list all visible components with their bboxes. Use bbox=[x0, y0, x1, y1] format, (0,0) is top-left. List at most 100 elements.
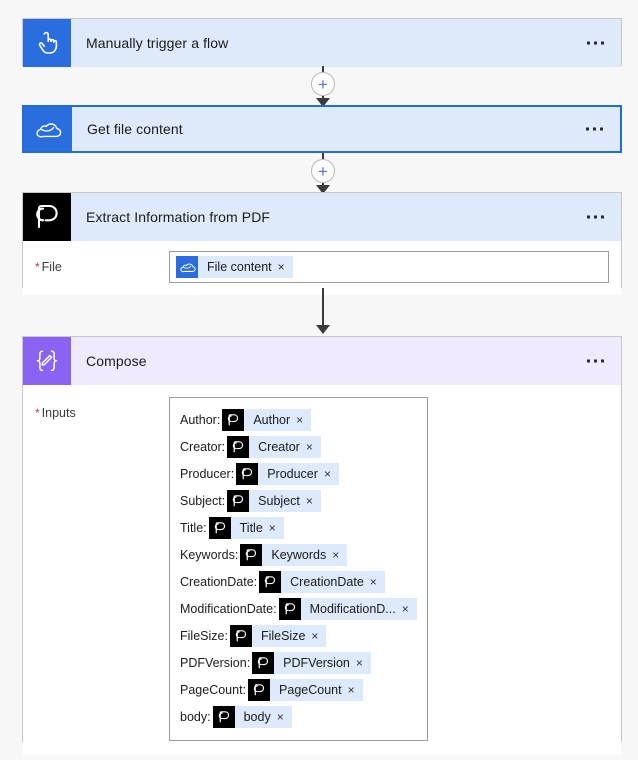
file-input[interactable]: File content × bbox=[169, 251, 609, 283]
compose-input-line: Keywords: Keywords × bbox=[180, 541, 417, 568]
token-label: Producer bbox=[267, 466, 318, 481]
manual-trigger-icon bbox=[23, 19, 71, 67]
remove-token-button[interactable]: × bbox=[355, 655, 363, 670]
token-creationdate[interactable]: CreationDate× bbox=[259, 570, 385, 593]
token-author[interactable]: Author × bbox=[222, 408, 312, 431]
flow-step-get-file-content[interactable]: Get file content bbox=[22, 105, 622, 153]
connector-arrow-3 bbox=[308, 288, 338, 334]
token-label: File content bbox=[207, 260, 272, 274]
compose-inputs-editor[interactable]: Author:Author×Creator:Creator×Producer:P… bbox=[169, 397, 428, 741]
pdf-extract-icon bbox=[227, 489, 250, 512]
remove-token-button[interactable]: × bbox=[332, 547, 340, 562]
pdf-extract-icon bbox=[222, 408, 245, 431]
remove-token-button[interactable]: × bbox=[268, 520, 276, 535]
flow-step-manual-trigger[interactable]: Manually trigger a flow bbox=[22, 18, 622, 67]
token-creator[interactable]: Creator × bbox=[227, 435, 321, 458]
token-file-content[interactable]: File content × bbox=[176, 256, 293, 278]
dot bbox=[593, 127, 596, 131]
dot bbox=[594, 359, 597, 363]
step-header[interactable]: Manually trigger a flow bbox=[23, 19, 621, 67]
pdf-extract-icon bbox=[229, 624, 252, 647]
token-label: Author bbox=[253, 412, 291, 427]
token-modificationd[interactable]: ModificationD...× bbox=[278, 597, 417, 620]
compose-input-line: ModificationDate:ModificationD...× bbox=[180, 595, 417, 622]
connector-line bbox=[322, 96, 324, 98]
compose-braces-icon bbox=[23, 337, 71, 385]
add-step-button[interactable]: + bbox=[311, 159, 335, 183]
flow-step-extract-information-from-pdf[interactable]: Extract Information from PDF *File bbox=[22, 192, 622, 295]
token-label: Creator bbox=[258, 439, 300, 454]
remove-token-button[interactable]: × bbox=[323, 466, 331, 481]
remove-token-button[interactable]: × bbox=[311, 628, 319, 643]
field-inputs: *Inputs Author:Author×Creator:Creator×Pr… bbox=[35, 397, 609, 741]
step-header[interactable]: Get file content bbox=[24, 107, 620, 151]
flow-step-compose[interactable]: Compose *Inputs Author:Author×Creator:Cr… bbox=[22, 336, 622, 755]
step-body: *Inputs Author:Author×Creator:Creator×Pr… bbox=[23, 385, 621, 755]
dot bbox=[600, 127, 603, 131]
dot bbox=[594, 41, 597, 45]
step-overflow-menu-button[interactable] bbox=[584, 37, 607, 50]
pdf-extract-icon bbox=[278, 597, 301, 620]
required-indicator: * bbox=[35, 406, 40, 420]
compose-input-line: PageCount:PageCount× bbox=[180, 676, 417, 703]
compose-input-line: Author:Author× bbox=[180, 406, 417, 433]
remove-token-button[interactable]: × bbox=[369, 574, 377, 589]
step-overflow-menu-button[interactable] bbox=[584, 355, 607, 368]
token-label: FileSize bbox=[260, 628, 306, 643]
token-title[interactable]: Title × bbox=[208, 516, 284, 539]
token-label: Keywords bbox=[271, 547, 327, 562]
field-label-file: *File bbox=[35, 251, 169, 274]
add-step-button[interactable]: + bbox=[311, 72, 335, 96]
compose-input-key: FileSize: bbox=[180, 628, 228, 643]
dot bbox=[601, 41, 604, 45]
field-label-text: File bbox=[41, 260, 62, 274]
step-title: Manually trigger a flow bbox=[86, 35, 229, 51]
pdf-extract-icon bbox=[252, 651, 275, 674]
connector-line bbox=[322, 153, 324, 159]
compose-input-key: PDFVersion: bbox=[180, 655, 251, 670]
token-pdfversion[interactable]: PDFVersion× bbox=[252, 651, 371, 674]
pdf-extract-icon bbox=[208, 516, 231, 539]
field-label-text: Inputs bbox=[41, 406, 76, 420]
token-body[interactable]: body× bbox=[212, 705, 292, 728]
remove-token-button[interactable]: × bbox=[305, 493, 313, 508]
step-overflow-menu-button[interactable] bbox=[583, 123, 606, 136]
compose-input-line: Subject:Subject× bbox=[180, 487, 417, 514]
connector-add-step-1[interactable]: + bbox=[308, 66, 338, 107]
required-indicator: * bbox=[35, 260, 40, 274]
arrow-head-icon bbox=[316, 325, 330, 334]
pdf-extract-icon bbox=[236, 462, 259, 485]
token-filesize[interactable]: FileSize × bbox=[229, 624, 327, 647]
step-title: Extract Information from PDF bbox=[86, 209, 271, 225]
remove-token-button[interactable]: × bbox=[277, 260, 285, 274]
pdf-extract-icon bbox=[240, 543, 263, 566]
dot bbox=[587, 359, 590, 363]
onedrive-icon bbox=[24, 107, 72, 151]
pdf-extract-icon bbox=[248, 678, 271, 701]
remove-token-button[interactable]: × bbox=[276, 709, 284, 724]
remove-token-button[interactable]: × bbox=[296, 412, 304, 427]
connector-add-step-2[interactable]: + bbox=[308, 153, 338, 194]
token-pagecount[interactable]: PageCount× bbox=[248, 678, 363, 701]
compose-input-key: Keywords: bbox=[180, 547, 239, 562]
token-producer[interactable]: Producer × bbox=[236, 462, 339, 485]
remove-token-button[interactable]: × bbox=[347, 682, 355, 697]
arrow-head-icon bbox=[316, 185, 330, 194]
step-header[interactable]: Extract Information from PDF bbox=[23, 193, 621, 241]
field-label-inputs: *Inputs bbox=[35, 397, 169, 420]
compose-input-key: CreationDate: bbox=[180, 574, 258, 589]
compose-input-key: PageCount: bbox=[180, 682, 247, 697]
step-title: Compose bbox=[86, 353, 147, 369]
remove-token-button[interactable]: × bbox=[305, 439, 313, 454]
token-label: Title bbox=[239, 520, 263, 535]
token-subject[interactable]: Subject× bbox=[227, 489, 321, 512]
step-header[interactable]: Compose bbox=[23, 337, 621, 385]
pdf-extract-icon bbox=[212, 705, 235, 728]
field-file: *File File content × bbox=[35, 251, 609, 283]
remove-token-button[interactable]: × bbox=[401, 601, 409, 616]
step-overflow-menu-button[interactable] bbox=[584, 211, 607, 224]
token-keywords[interactable]: Keywords × bbox=[240, 543, 348, 566]
dot bbox=[601, 215, 604, 219]
pdf-extract-icon bbox=[259, 570, 282, 593]
